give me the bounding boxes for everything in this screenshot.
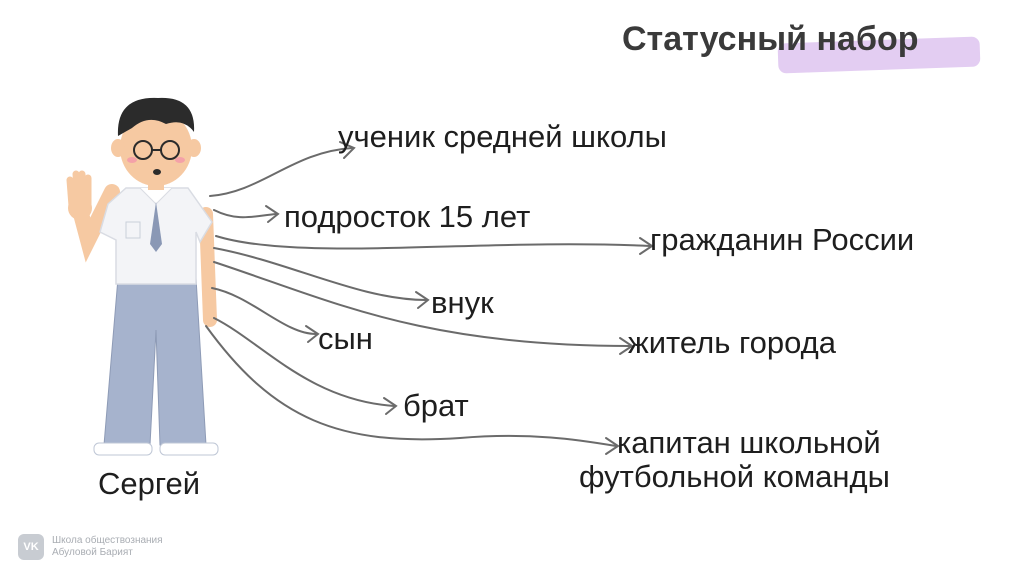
status-citizen: гражданин России — [650, 223, 914, 257]
status-brother: брат — [403, 389, 469, 423]
status-captain-line2: футбольной команды — [579, 460, 890, 494]
arrow-teen — [214, 206, 278, 222]
status-grandson: внук — [431, 286, 494, 320]
arrow-student — [210, 142, 354, 196]
status-student: ученик средней школы — [338, 120, 667, 154]
vk-logo-icon: VK — [18, 534, 44, 560]
status-teen: подросток 15 лет — [284, 200, 530, 234]
arrow-resident — [214, 262, 632, 354]
arrow-citizen — [216, 236, 652, 254]
watermark-text: Школа обществознания Абуловой Барият — [52, 535, 163, 559]
status-son: сын — [318, 322, 373, 356]
arrow-son — [212, 288, 318, 342]
status-resident: житель города — [628, 326, 836, 360]
status-captain-line1: капитан школьной — [617, 426, 881, 460]
watermark-line2: Абуловой Барият — [52, 547, 163, 559]
watermark-line1: Школа обществознания — [52, 535, 163, 547]
watermark: VK Школа обществознания Абуловой Барият — [18, 534, 163, 560]
